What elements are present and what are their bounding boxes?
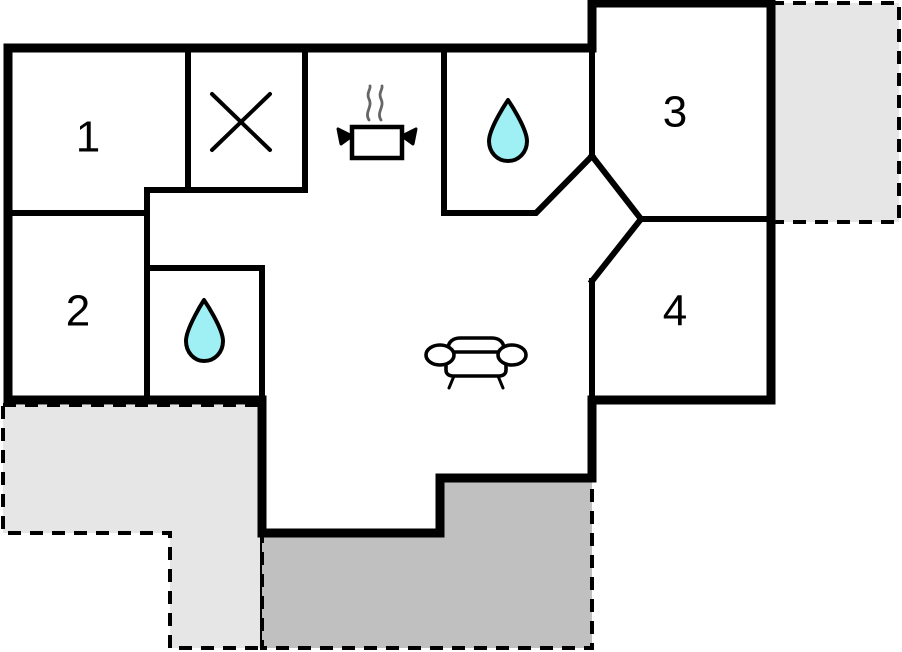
wall-bathroom-upper <box>441 45 597 216</box>
cross-icon <box>210 92 272 152</box>
cooking-pot-body <box>349 124 405 161</box>
room-label-4: 4 <box>663 287 687 336</box>
wall-diagonal-lower <box>587 214 646 286</box>
room-label-1: 1 <box>76 113 100 162</box>
cooking-pot-icon <box>336 84 418 161</box>
sofa-arm-left <box>424 343 456 367</box>
terrace-left-area <box>1 403 264 650</box>
cooking-pot-handle-right <box>400 127 418 146</box>
cooking-pot-steam-left <box>366 84 372 122</box>
water-drop-icon-lower <box>184 298 225 363</box>
sofa-arm-right <box>496 343 528 367</box>
wall-bathroom-lower <box>144 265 265 403</box>
terrace-right-area <box>769 1 901 224</box>
water-drop-icon-upper <box>487 98 529 163</box>
water-drop-shape <box>184 298 225 363</box>
room-label-3: 3 <box>663 88 687 137</box>
water-drop-shape <box>487 98 529 163</box>
cooking-pot-steam-right <box>378 84 384 122</box>
cross-icon-stroke-b <box>210 92 272 152</box>
interior-walls <box>5 45 774 403</box>
wall-diagonal-upper <box>587 151 646 224</box>
sofa-leg-right <box>496 374 505 390</box>
room-label-2: 2 <box>66 287 90 336</box>
cooking-pot-handle-left <box>336 127 354 146</box>
sofa-icon <box>424 336 528 390</box>
room-labels: 1 2 3 4 <box>66 88 687 336</box>
sofa-leg-left <box>447 374 456 390</box>
